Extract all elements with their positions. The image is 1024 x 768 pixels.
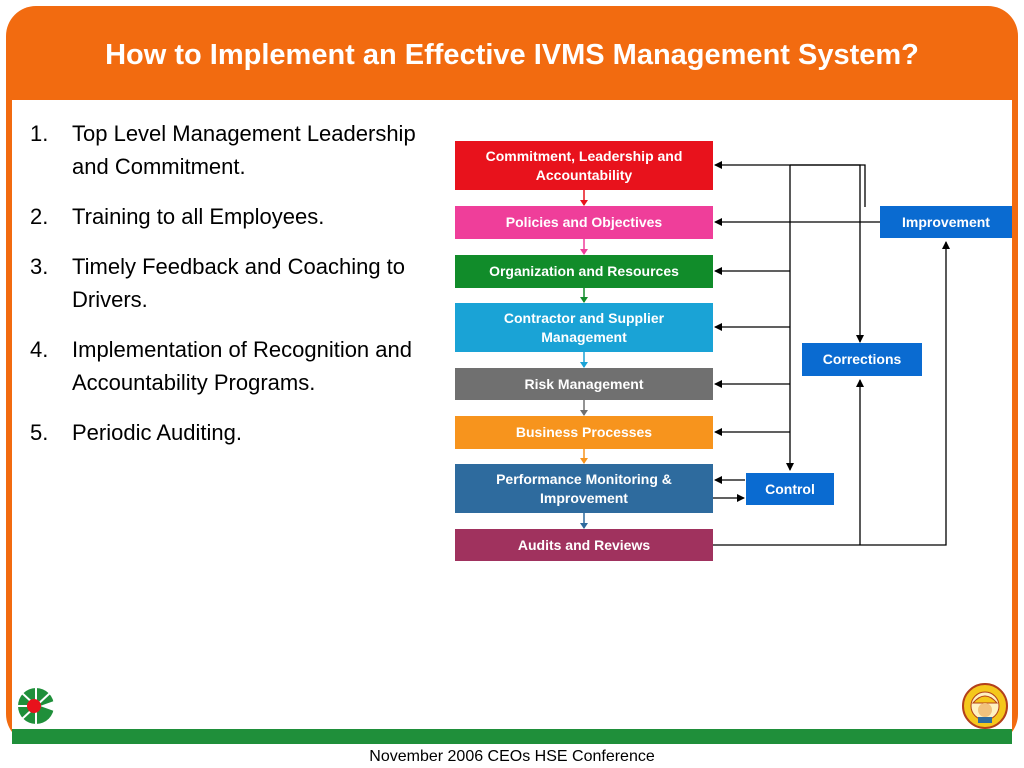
box-policies: Policies and Objectives xyxy=(455,206,713,239)
step-text: Timely Feedback and Coaching to Drivers. xyxy=(72,254,406,312)
flow-arrows xyxy=(580,190,588,529)
step-text: Top Level Management Leadership and Comm… xyxy=(72,121,416,179)
box-risk: Risk Management xyxy=(455,368,713,400)
company-logo-icon xyxy=(18,687,68,725)
step-item: 4. Implementation of Recognition and Acco… xyxy=(30,333,450,399)
step-item: 2. Training to all Employees. xyxy=(30,200,450,233)
step-number: 1. xyxy=(30,121,49,146)
box-improvement: Improvement xyxy=(880,206,1012,238)
box-performance: Performance Monitoring & Improvement xyxy=(455,464,713,513)
box-business: Business Processes xyxy=(455,416,713,449)
box-control: Control xyxy=(746,473,834,505)
commitment-to-corrections xyxy=(790,164,864,343)
box-contractor: Contractor and Supplier Management xyxy=(455,303,713,352)
step-number: 4. xyxy=(30,337,49,362)
box-audits: Audits and Reviews xyxy=(455,529,713,561)
box-commitment: Commitment, Leadership and Accountabilit… xyxy=(455,141,713,190)
step-item: 1. Top Level Management Leadership and Co… xyxy=(30,117,450,183)
audits-to-improvement xyxy=(713,241,950,546)
box-organization: Organization and Resources xyxy=(455,255,713,288)
step-item: 5. Periodic Auditing. xyxy=(30,416,450,449)
step-item: 3. Timely Feedback and Coaching to Driver… xyxy=(30,250,450,316)
improvement-to-commitment xyxy=(714,161,866,207)
step-text: Training to all Employees. xyxy=(72,204,325,229)
step-number: 3. xyxy=(30,254,49,279)
green-band xyxy=(12,729,1012,744)
step-text: Implementation of Recognition and Accoun… xyxy=(72,337,412,395)
step-number: 2. xyxy=(30,204,49,229)
step-number: 5. xyxy=(30,420,49,445)
steps-list: 1. Top Level Management Leadership and Co… xyxy=(30,117,450,466)
footer-text: November 2006 CEOs HSE Conference xyxy=(369,748,655,765)
safety-badge-icon xyxy=(962,683,1008,729)
box-corrections: Corrections xyxy=(802,343,922,376)
step-text: Periodic Auditing. xyxy=(72,420,242,445)
slide-title: How to Implement an Effective IVMS Manag… xyxy=(105,39,919,71)
